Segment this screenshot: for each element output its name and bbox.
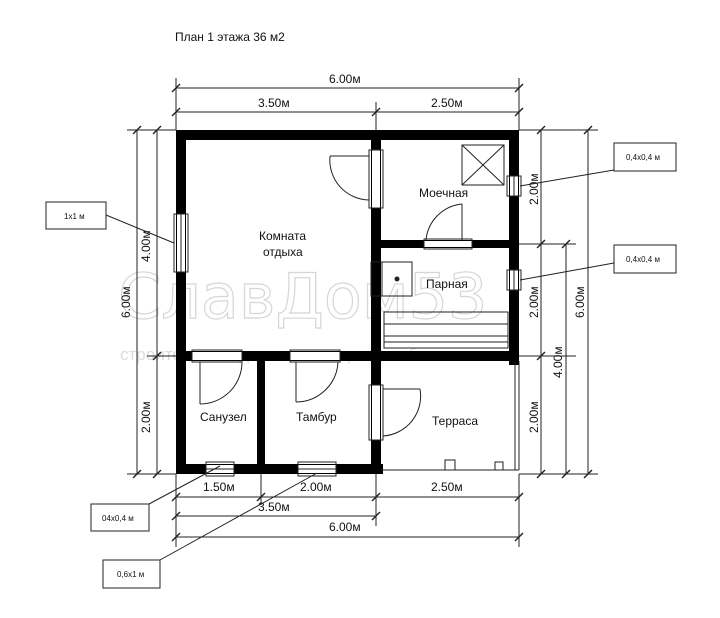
- room-tambur: Тамбур: [296, 410, 337, 424]
- dim-left-lower: 2.00м: [139, 401, 153, 433]
- dim-top-total: 6.00м: [329, 72, 361, 86]
- dim-left-outer: 6.00м: [119, 286, 133, 318]
- callouts: [45, 142, 677, 589]
- room-terrasa: Терраса: [432, 414, 478, 428]
- room-sanuzel: Санузел: [200, 410, 247, 424]
- callout-window-left: 1x1 м: [64, 212, 85, 221]
- watermark-brand: СлавДом53: [118, 260, 488, 333]
- dim-right-upper: 2.00м: [527, 173, 541, 205]
- dim-bottom-a: 1.50м: [203, 480, 235, 494]
- dim-right-middle: 2.00м: [527, 286, 541, 318]
- sauna-bench: [383, 311, 509, 349]
- dim-bottom-total: 6.00м: [329, 520, 361, 534]
- callout-window-bottom-left: 04x0,4 м: [102, 514, 134, 523]
- dim-top-right: 2.50м: [431, 96, 463, 110]
- room-komnata-line1: Комната: [259, 229, 306, 243]
- plan-title: План 1 этажа 36 м2: [175, 30, 285, 44]
- dim-right-lower: 2.00м: [527, 401, 541, 433]
- terrace-outline: [381, 361, 520, 471]
- dim-bottom-c: 2.50м: [431, 480, 463, 494]
- dim-right-outer: 6.00м: [573, 286, 587, 318]
- dim-bottom-b: 2.00м: [300, 480, 332, 494]
- dimension-lines: [127, 78, 598, 547]
- room-moechnaya: Моечная: [419, 186, 468, 200]
- room-parnaya: Парная: [426, 277, 468, 291]
- dim-left-upper: 4.00м: [139, 230, 153, 262]
- dim-bottom-sum: 3.50м: [258, 500, 290, 514]
- shower-tray: [461, 144, 505, 186]
- callout-window-top-right: 0,4x0,4 м: [626, 153, 660, 162]
- dimension-ticks: [132, 83, 593, 542]
- dim-top-left: 3.50м: [258, 96, 290, 110]
- fixtures: [370, 144, 509, 349]
- dim-right-inner: 4.00м: [551, 346, 565, 378]
- doors: [191, 149, 473, 441]
- callout-window-mid-right: 0,4x0,4 м: [626, 255, 660, 264]
- room-komnata-line2: отдыха: [263, 245, 303, 259]
- callout-door-bottom: 0,6x1 м: [117, 570, 144, 579]
